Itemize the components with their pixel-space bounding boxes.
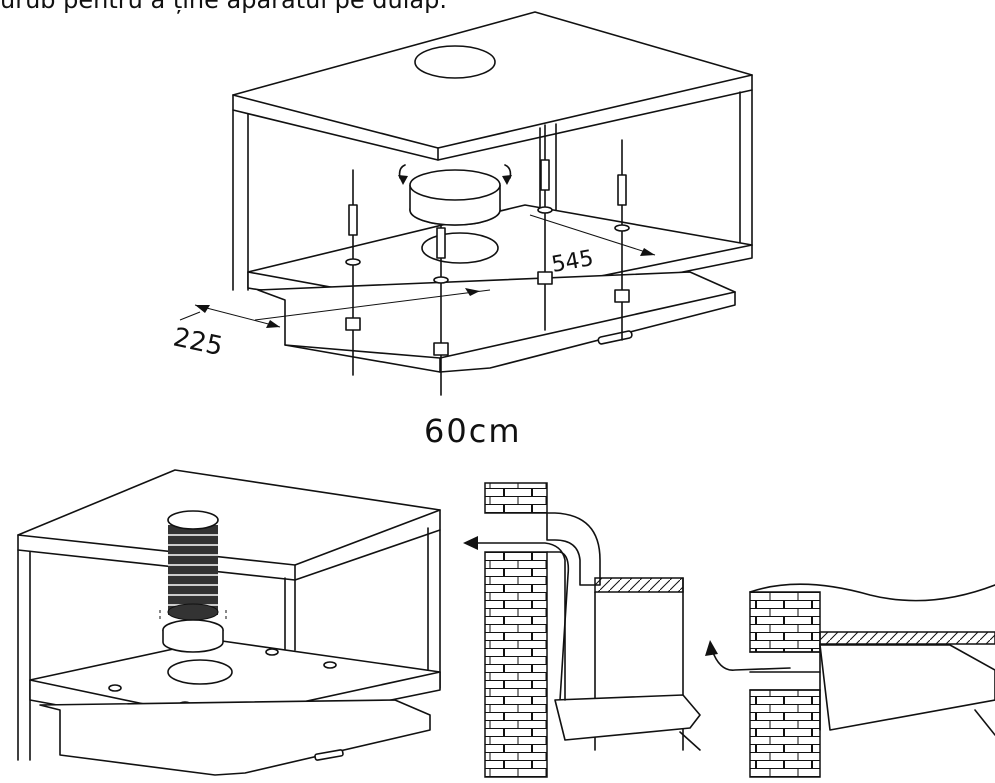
duct-collar — [398, 164, 512, 226]
cabinet-shelf — [819, 631, 995, 645]
brick-wall-right — [749, 689, 821, 778]
top-cabinet-diagram: 225 545 60cm — [171, 11, 753, 450]
dimension-225-label: 225 — [171, 323, 226, 363]
hood-controls — [597, 330, 633, 345]
duct-elbow — [546, 512, 601, 586]
wall-elbow-exhaust-diagram — [463, 482, 701, 778]
hood-body-lower — [39, 699, 431, 776]
wavy-break-line — [749, 583, 995, 602]
bottom-duct-hole — [421, 232, 499, 264]
top-duct-hole — [414, 45, 496, 79]
airflow-arrow — [469, 542, 566, 701]
dimension-60cm-label: 60cm — [424, 412, 521, 450]
brick-wall — [484, 551, 548, 778]
wall-direct-exhaust-diagram — [705, 583, 995, 778]
cabinet-side-left — [17, 549, 31, 761]
hood-profile-right — [819, 644, 995, 731]
airflow-arrow-right — [711, 649, 791, 671]
caption-text: urub pentru a ține aparatul pe dulap. — [0, 0, 447, 14]
mounting-screws — [345, 124, 630, 396]
dimension-lines — [179, 214, 656, 328]
upper-cabinet-section — [594, 577, 684, 593]
hood-profile — [554, 694, 701, 741]
cabinet-right-post — [739, 89, 753, 249]
hood-body — [257, 271, 736, 373]
flexible-duct-diagram — [17, 469, 441, 776]
flexible-duct-pipe — [159, 510, 227, 653]
cabinet-left-post — [232, 109, 249, 291]
cabinet-top-board — [232, 11, 753, 161]
upper-cabinet-board — [17, 469, 441, 581]
